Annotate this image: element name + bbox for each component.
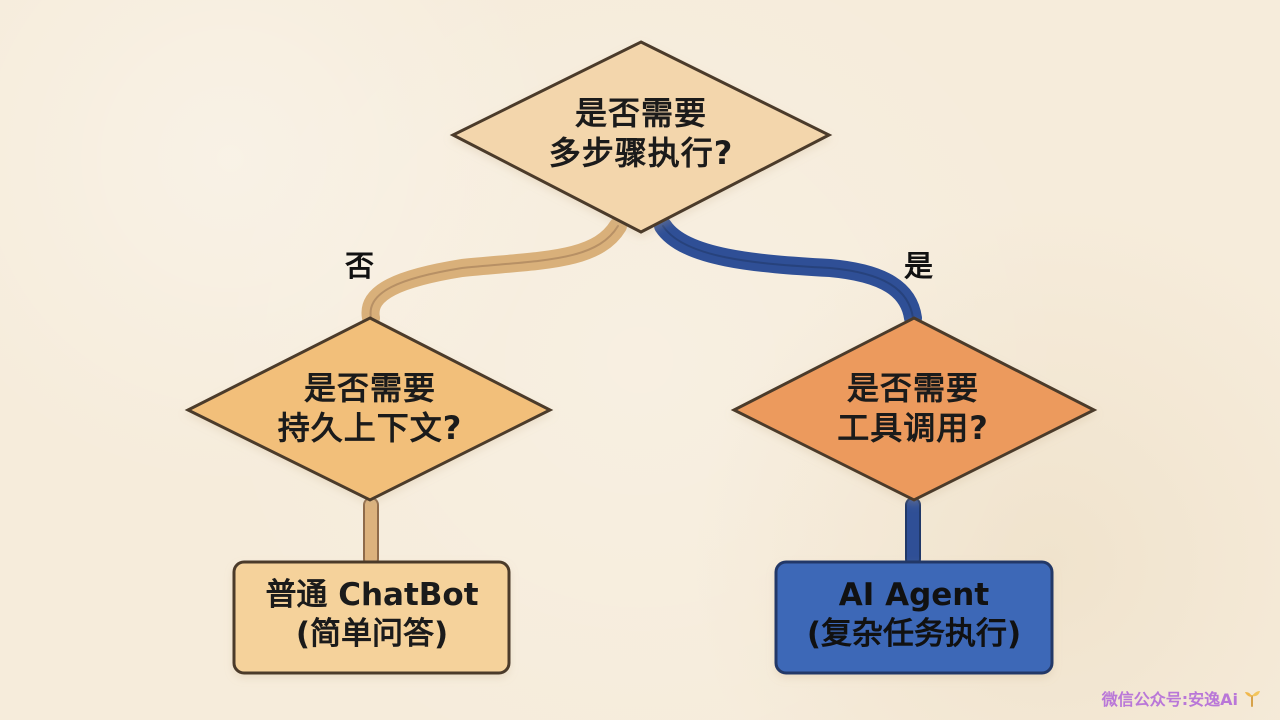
right-decision-label: 是否需要 工具调用? (793, 368, 1033, 448)
left-decision-line1: 是否需要 (303, 369, 436, 407)
sprout-icon (1242, 688, 1262, 708)
right-result-line1: AI Agent (838, 577, 990, 613)
top-decision-line2: 多步骤执行? (548, 134, 734, 172)
left-decision-diamond (184, 316, 554, 502)
left-result-line2: (简单问答) (295, 615, 449, 652)
right-decision-diamond (730, 316, 1098, 502)
right-decision-line1: 是否需要 (846, 369, 979, 407)
left-result-label: 普通 ChatBot (简单问答) (252, 576, 492, 654)
right-result-box (774, 560, 1054, 675)
top-decision-line1: 是否需要 (574, 94, 707, 132)
left-branch-outline (369, 225, 619, 319)
watermark-text: 微信公众号:安逸Ai (1101, 690, 1238, 709)
right-result-label: AI Agent (复杂任务执行) (790, 576, 1038, 654)
left-decision-line2: 持久上下文? (277, 409, 463, 447)
top-decision-diamond (449, 40, 833, 234)
right-branch-label: 是 (904, 249, 934, 283)
right-result-line2: (复杂任务执行) (806, 615, 1022, 652)
right-branch-outline (662, 225, 914, 319)
top-decision-label: 是否需要 多步骤执行? (516, 93, 766, 173)
left-result-box (232, 560, 511, 675)
watermark: 微信公众号:安逸Ai (1102, 686, 1262, 710)
left-result-line1: 普通 ChatBot (265, 577, 479, 613)
right-branch-path (654, 217, 922, 327)
right-decision-line2: 工具调用? (837, 409, 989, 447)
left-stem (363, 497, 379, 567)
left-branch-path (361, 217, 627, 327)
right-stem (905, 497, 921, 567)
left-decision-label: 是否需要 持久上下文? (250, 368, 490, 448)
left-branch-label: 否 (345, 249, 375, 283)
